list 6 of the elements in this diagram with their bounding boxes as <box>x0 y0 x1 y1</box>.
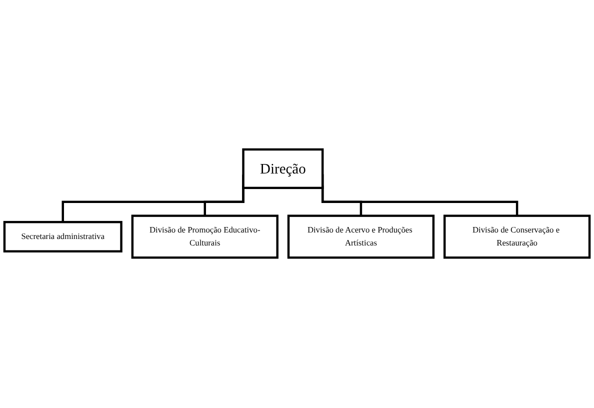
node-box: Divisão de Acervo e Produções Artísticas <box>287 215 435 260</box>
node-box: Divisão de Conservação e Restauração <box>443 215 591 260</box>
connector <box>204 186 244 218</box>
node-box: Direção <box>242 148 324 190</box>
node-box: Secretaria administrativa <box>3 221 122 253</box>
node-box: Divisão de Promoção Educativo-Culturais <box>131 215 278 260</box>
